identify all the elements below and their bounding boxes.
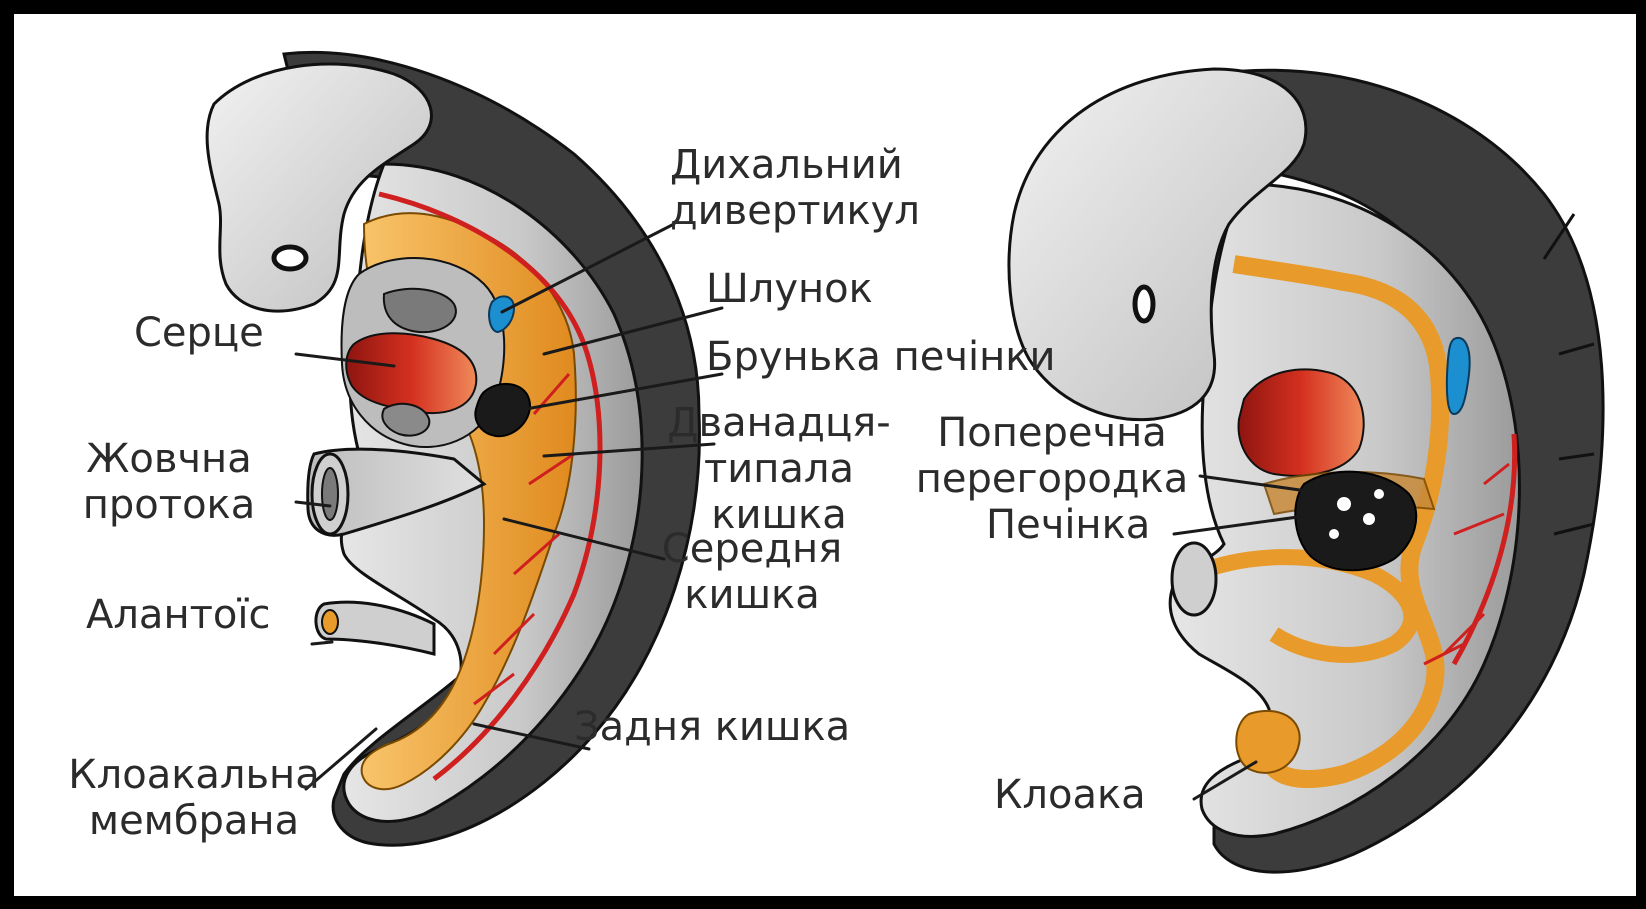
allantois-opening bbox=[322, 610, 338, 634]
cloaca-shape bbox=[1236, 711, 1299, 773]
label-midgut: Середня кишка bbox=[642, 526, 862, 618]
label-line: Поперечна bbox=[902, 410, 1202, 456]
label-line: перегородка bbox=[902, 456, 1202, 502]
eye-left bbox=[274, 247, 306, 269]
label-duodenum: Дванадця- типала кишка bbox=[654, 400, 904, 538]
umbilical-opening-right bbox=[1172, 543, 1216, 615]
label-stomach: Шлунок bbox=[706, 266, 873, 312]
liver-spot bbox=[1329, 529, 1339, 539]
heart-right bbox=[1239, 369, 1364, 475]
eye-right bbox=[1135, 287, 1153, 321]
leader-allantois bbox=[312, 642, 332, 644]
figure-frame: Дихальний дивертикул Шлунок Серце Бруньк… bbox=[14, 14, 1636, 896]
label-line: кишка bbox=[642, 572, 862, 618]
liver-spot bbox=[1374, 489, 1384, 499]
label-yolk-duct: Жовчна протока bbox=[64, 436, 274, 528]
label-line: протока bbox=[64, 482, 274, 528]
label-liver-bud: Брунька печінки bbox=[706, 334, 1055, 380]
label-line: Дванадця- bbox=[654, 400, 904, 446]
liver-spot bbox=[1337, 497, 1351, 511]
label-cloacal-membrane: Клоакальна мембрана bbox=[54, 752, 334, 844]
label-line: мембрана bbox=[54, 798, 334, 844]
liver-right bbox=[1295, 472, 1416, 571]
yolk-duct-lumen bbox=[322, 468, 338, 520]
label-respiratory-diverticulum: Дихальний дивертикул bbox=[670, 142, 920, 234]
label-cloaca: Клоака bbox=[994, 772, 1146, 818]
label-line: дивертикул bbox=[670, 188, 920, 234]
label-line: Жовчна bbox=[64, 436, 274, 482]
label-septum-transversum: Поперечна перегородка bbox=[902, 410, 1202, 502]
label-line: Дихальний bbox=[670, 142, 920, 188]
label-heart: Серце bbox=[134, 310, 264, 356]
label-line: типала bbox=[654, 446, 904, 492]
label-hindgut: Задня кишка bbox=[574, 704, 850, 750]
label-line: Клоакальна bbox=[54, 752, 334, 798]
label-allantois: Алантоїс bbox=[86, 592, 270, 638]
liver-spot bbox=[1363, 513, 1375, 525]
label-line: Середня bbox=[642, 526, 862, 572]
label-liver: Печінка bbox=[986, 502, 1150, 548]
